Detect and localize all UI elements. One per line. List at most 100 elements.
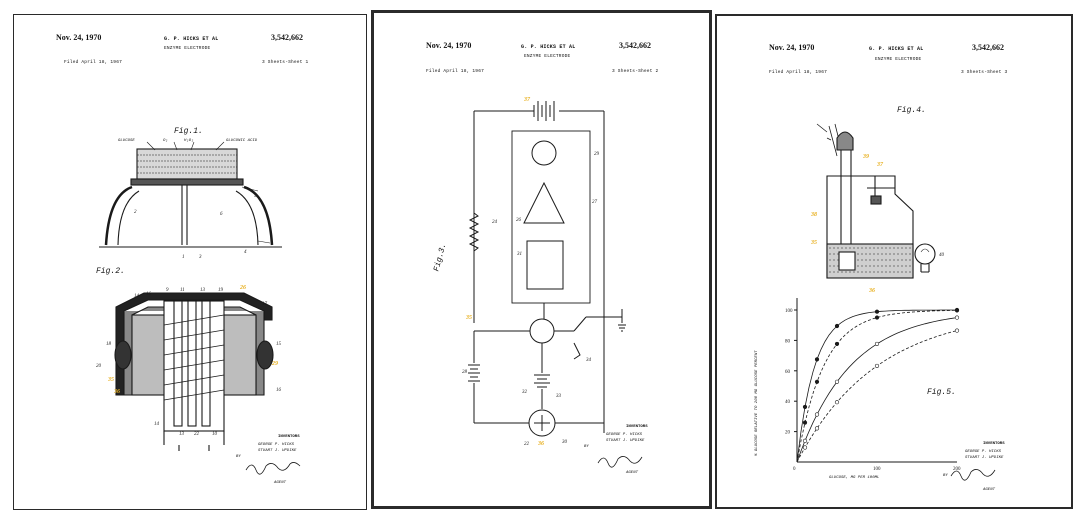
svg-text:16: 16 [276, 388, 282, 393]
data-point [954, 328, 960, 333]
svg-text:40: 40 [939, 253, 945, 258]
figure-label: Fig.5. [927, 388, 956, 397]
agent-label: AGENT [626, 471, 639, 475]
svg-text:37: 37 [523, 97, 531, 103]
svg-text:4: 4 [244, 250, 247, 255]
figure-label: Fig.2. [96, 267, 125, 276]
patent-sheet-2: Nov. 24, 1970 G. P. HICKS ET AL 3,542,66… [371, 10, 712, 509]
frame-edge [1071, 483, 1073, 509]
patent-sheet-1: Nov. 24, 1970 G. P. HICKS ET AL 3,542,66… [13, 14, 367, 510]
svg-text:9: 9 [166, 288, 169, 293]
y-tick-label: 60 [785, 370, 791, 375]
response-curve [796, 310, 957, 463]
patent-number: 3,542,662 [619, 41, 651, 50]
svg-text:37: 37 [876, 162, 884, 168]
svg-text:39: 39 [862, 154, 869, 160]
sheet-info: 3 Sheets-Sheet 3 [961, 70, 1008, 75]
svg-text:36: 36 [113, 389, 120, 395]
svg-text:19: 19 [218, 288, 224, 293]
patent-number: 3,542,662 [972, 43, 1004, 52]
y-tick-label: 40 [785, 400, 791, 405]
figure-annotation: GLUCONIC ACID [226, 139, 258, 143]
svg-text:36: 36 [537, 441, 544, 447]
data-point [954, 315, 960, 320]
sheet-date: Nov. 24, 1970 [426, 41, 472, 50]
inventors-caption: INVENTORS [626, 425, 648, 429]
svg-text:35: 35 [465, 315, 472, 321]
figure-label: Fig.4. [897, 106, 926, 115]
inventor-name: STUART J. UPDIKE [606, 439, 645, 443]
y-tick-label: 20 [785, 431, 791, 436]
svg-text:24: 24 [492, 220, 498, 225]
data-point [802, 438, 808, 443]
by-label: BY [236, 455, 241, 459]
svg-text:22: 22 [194, 432, 200, 437]
filed-date: Filed April 18, 1967 [769, 70, 828, 75]
by-label: BY [584, 445, 589, 449]
svg-text:5: 5 [254, 194, 257, 199]
sheet-date: Nov. 24, 1970 [56, 33, 102, 42]
patent-number: 3,542,662 [271, 33, 303, 42]
data-point [874, 309, 880, 314]
figure-annotation: H₂O₂ [184, 139, 194, 143]
svg-text:6: 6 [220, 212, 223, 217]
filed-date: Filed April 18, 1967 [64, 60, 123, 65]
agent-label: AGENT [983, 488, 996, 492]
svg-text:32: 32 [522, 390, 528, 395]
data-point [814, 379, 820, 384]
svg-text:1: 1 [182, 255, 185, 260]
svg-text:36: 36 [868, 288, 875, 294]
svg-text:20: 20 [96, 364, 102, 369]
inventor-name: STUART J. UPDIKE [965, 456, 1004, 460]
agent-label: AGENT [274, 481, 287, 485]
svg-text:13: 13 [200, 288, 206, 293]
x-axis-label: GLUCOSE, MG PER 100ML [829, 476, 880, 480]
figure-annotation: GLUCOSE [118, 139, 135, 143]
svg-text:13: 13 [179, 432, 185, 437]
response-curve [796, 309, 957, 463]
data-point [834, 379, 840, 384]
patent-title: ENZYME ELECTRODE [875, 57, 922, 62]
inventor-name: GEORGE P. HICKS [606, 433, 643, 437]
sheet-inventors-header: G. P. HICKS ET AL [869, 46, 924, 52]
svg-text:33: 33 [556, 394, 562, 399]
inventor-name: STUART J. UPDIKE [258, 449, 297, 453]
inventor-name: GEORGE P. HICKS [258, 443, 295, 447]
svg-text:14: 14 [154, 422, 160, 427]
svg-text:30: 30 [562, 440, 568, 445]
data-point [802, 404, 808, 410]
x-tick-label: 0 [793, 467, 796, 472]
figure-label: Fig.1. [174, 127, 203, 136]
svg-text:11: 11 [180, 288, 185, 293]
inventors-caption: INVENTORS [983, 442, 1005, 446]
inventor-name: GEORGE P. HICKS [965, 450, 1002, 454]
patent-title: ENZYME ELECTRODE [524, 54, 571, 59]
inventors-caption: INVENTORS [278, 435, 300, 439]
svg-text:29: 29 [271, 361, 278, 367]
y-tick-label: 100 [785, 309, 793, 314]
y-tick-label: 80 [785, 339, 791, 344]
data-point [874, 341, 880, 347]
svg-text:17: 17 [262, 302, 268, 307]
data-point [814, 412, 820, 417]
data-point [954, 308, 960, 313]
svg-text:31: 31 [517, 252, 522, 257]
svg-text:38: 38 [810, 212, 817, 218]
data-point [802, 445, 808, 450]
data-point [814, 426, 820, 431]
data-point [834, 400, 840, 405]
response-curve [796, 317, 958, 463]
data-point [834, 323, 840, 329]
data-point [834, 341, 840, 347]
sheet-info: 3 Sheets-Sheet 1 [262, 60, 309, 65]
data-point [874, 315, 880, 320]
svg-text:26: 26 [516, 218, 522, 223]
svg-text:16: 16 [146, 292, 152, 297]
figure-annotation: O₂ [163, 139, 168, 143]
svg-text:2: 2 [134, 210, 137, 215]
x-tick-label: 200 [953, 467, 961, 472]
patent-sheet-3: Nov. 24, 1970 G. P. HICKS ET AL 3,542,66… [715, 14, 1073, 509]
